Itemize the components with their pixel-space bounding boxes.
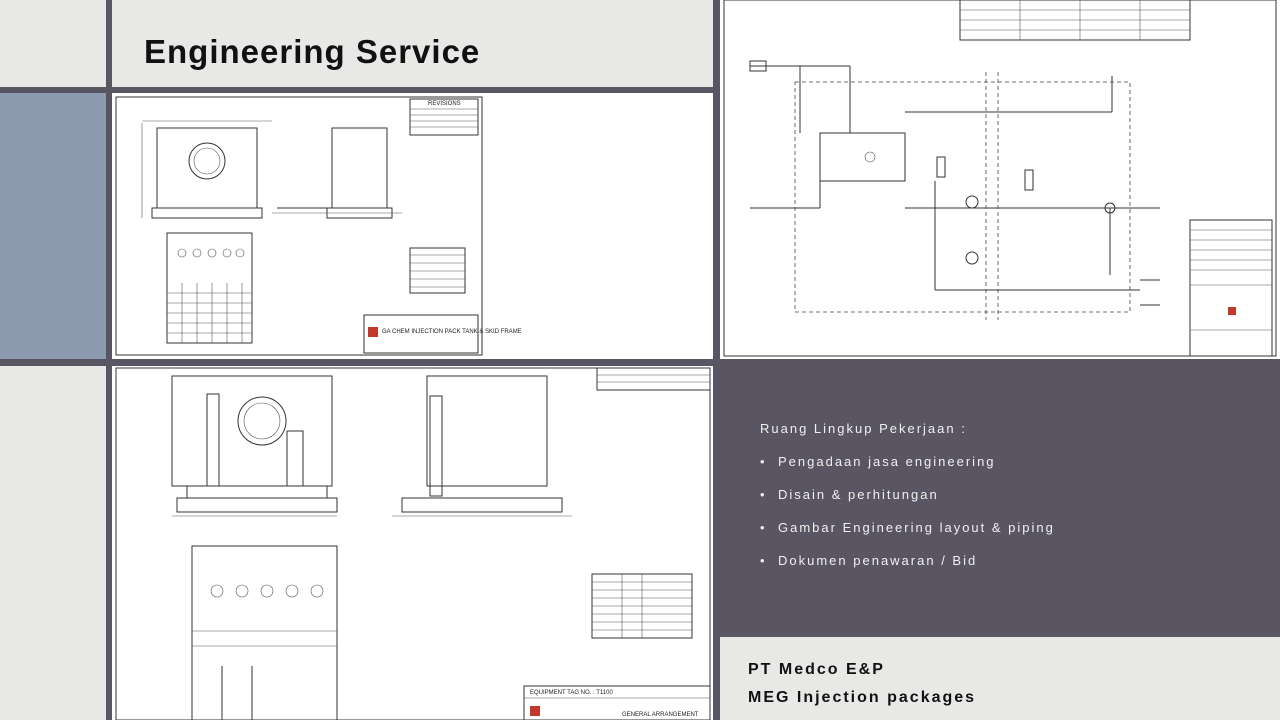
brick-pattern bbox=[167, 283, 252, 343]
corner-filler-top bbox=[0, 0, 106, 87]
skid-drawing-title: GENERAL ARRANGEMENT bbox=[622, 712, 699, 718]
scope-panel: Ruang Lingkup Pekerjaan : • Pengadaan jas… bbox=[720, 359, 1280, 637]
tank-drawing-title: GA CHEM INJECTION PACK TANK & SKID FRAME bbox=[382, 329, 522, 335]
scope-item: • Pengadaan jasa engineering bbox=[760, 454, 1055, 487]
bullet-marker: • bbox=[760, 487, 767, 502]
drawing-ga-tank: REVISIONS GA CHEM INJECTION PACK TANK & … bbox=[112, 93, 713, 359]
skid-equipment-tag: EQUIPMENT TAG NO. : T1100 bbox=[530, 690, 613, 696]
client-panel: PT Medco E&P MEG Injection packages bbox=[720, 637, 1280, 720]
scope-item-label: Disain & perhitungan bbox=[778, 487, 939, 502]
scope-item-label: Gambar Engineering layout & piping bbox=[778, 520, 1055, 535]
scope-item: • Gambar Engineering layout & piping bbox=[760, 520, 1055, 553]
bullet-marker: • bbox=[760, 454, 767, 469]
corner-filler-bottom bbox=[0, 366, 106, 720]
scope-list: • Pengadaan jasa engineering • Disain & pe… bbox=[760, 454, 1055, 586]
bullet-marker: • bbox=[760, 553, 767, 568]
drawing-pid bbox=[720, 0, 1280, 359]
company-logo-icon bbox=[368, 327, 378, 337]
scope-item-label: Pengadaan jasa engineering bbox=[778, 454, 996, 469]
scope-item: • Dokumen penawaran / Bid bbox=[760, 553, 1055, 586]
scope-item-label: Dokumen penawaran / Bid bbox=[778, 553, 978, 568]
pid-drawing-svg bbox=[723, 0, 1277, 357]
project-name: MEG Injection packages bbox=[748, 689, 977, 706]
page-title: Engineering Service bbox=[144, 33, 481, 70]
scope-item: • Disain & perhitungan bbox=[760, 487, 1055, 520]
skid-logo-icon bbox=[530, 706, 540, 716]
scope-heading: Ruang Lingkup Pekerjaan : bbox=[760, 421, 967, 436]
ga-tank-drawing-svg: REVISIONS GA CHEM INJECTION PACK TANK & … bbox=[115, 96, 522, 356]
bullet-marker: • bbox=[760, 520, 767, 535]
ga-skid-drawing-svg: EQUIPMENT TAG NO. : T1100 GENERAL ARRANG… bbox=[115, 367, 711, 720]
revisions-label: REVISIONS bbox=[428, 101, 461, 107]
pid-logo-icon bbox=[1228, 307, 1236, 315]
title-panel: Engineering Service bbox=[112, 0, 713, 87]
accent-block bbox=[0, 93, 106, 359]
client-name: PT Medco E&P bbox=[748, 661, 885, 678]
drawing-ga-skid: EQUIPMENT TAG NO. : T1100 GENERAL ARRANG… bbox=[112, 366, 713, 720]
